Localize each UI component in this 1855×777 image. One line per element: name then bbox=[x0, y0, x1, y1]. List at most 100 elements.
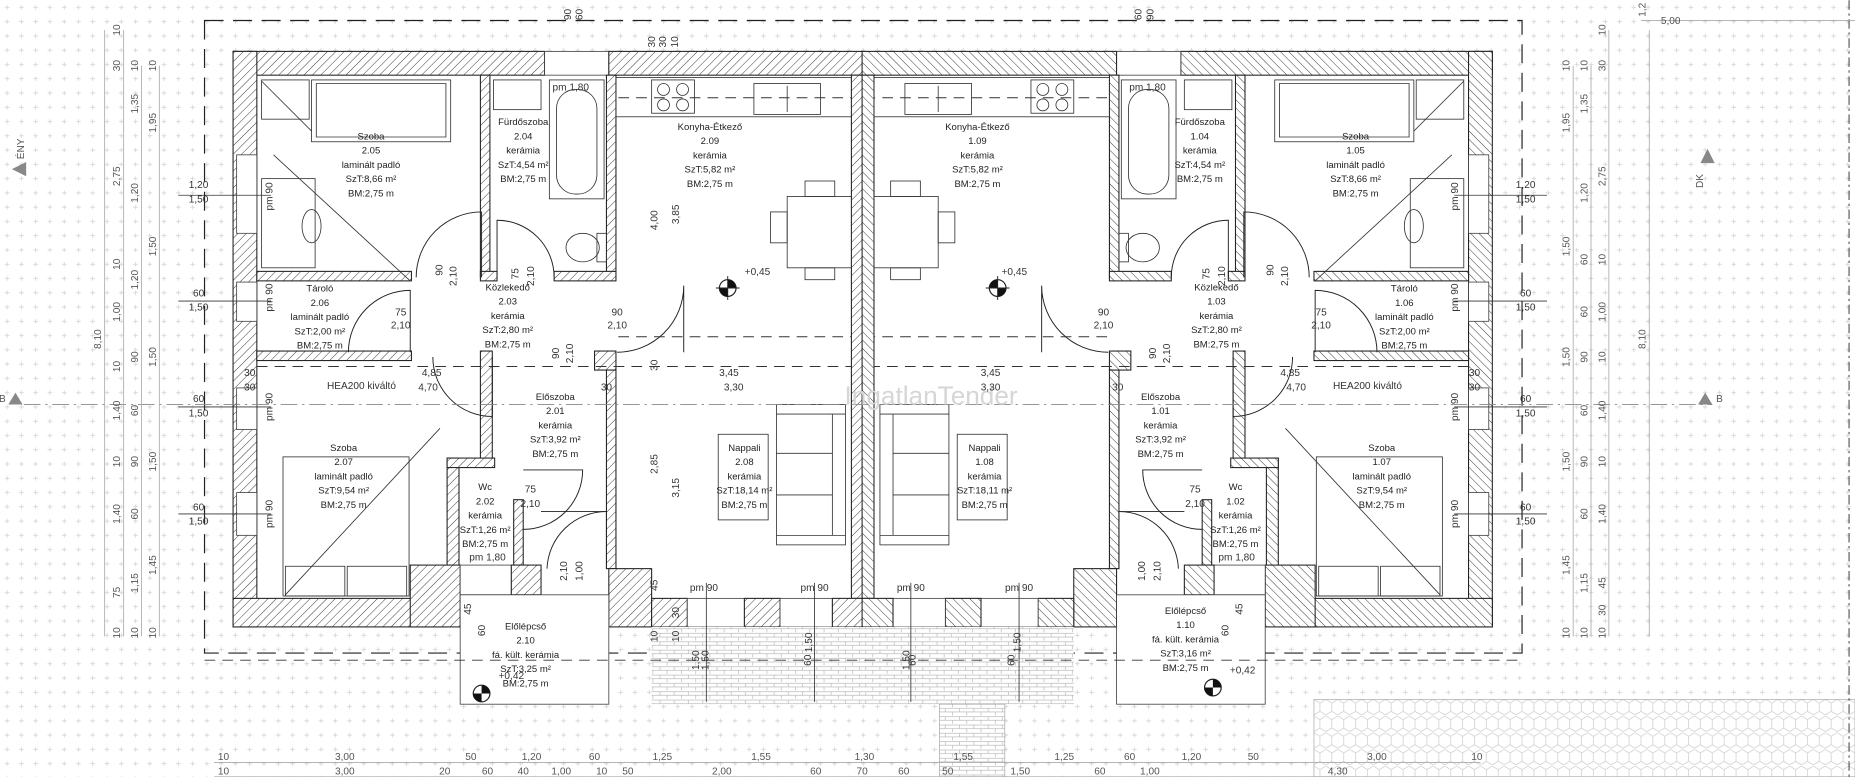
window-sill: pm 90 bbox=[1450, 182, 1461, 210]
interior-dim: 75 bbox=[1315, 307, 1327, 318]
side-dim: 10 bbox=[1597, 627, 1608, 639]
bottom-dim: 1,55 bbox=[751, 752, 771, 763]
room-height: BM:2,75 m bbox=[348, 188, 394, 199]
interior-dim: 60 bbox=[1220, 624, 1231, 636]
interior-dim: 10 bbox=[650, 630, 661, 642]
room-floor: kerámia bbox=[1144, 420, 1179, 431]
room-area: SzT:1,26 m² bbox=[1210, 525, 1261, 536]
bottom-dim: 60 bbox=[589, 752, 601, 763]
interior-dim: 2,10 bbox=[559, 561, 570, 581]
room-area: SzT:2,00 m² bbox=[1379, 326, 1430, 337]
interior-dim: 3,30 bbox=[981, 382, 1001, 393]
room-height: BM:2,75 m bbox=[962, 500, 1008, 511]
side-dim: 30 bbox=[1597, 604, 1608, 616]
side-dim: 60 bbox=[1579, 508, 1590, 520]
room-area: SzT:5,82 m² bbox=[952, 165, 1003, 176]
room-area: SzT:4,54 m² bbox=[1174, 160, 1225, 171]
interior-dim: 2,10 bbox=[1280, 266, 1291, 286]
room-name: Közlekedő bbox=[486, 282, 530, 293]
overall-dim: 8,10 bbox=[93, 329, 104, 349]
side-dim: 1,50 bbox=[148, 236, 159, 256]
side-dim: 30 bbox=[1597, 60, 1608, 72]
level-label: +0,45 bbox=[745, 267, 771, 278]
room-height: BM:2,75 m bbox=[954, 179, 1000, 190]
bottom-dim: 60 bbox=[810, 766, 822, 777]
beam-label: HEA200 kiváltó bbox=[327, 381, 396, 392]
interior-dim: 90 bbox=[1145, 9, 1156, 21]
interior-dim: 2,10 bbox=[526, 266, 537, 286]
window-sill: pm 90 bbox=[1450, 500, 1461, 528]
side-dim: 1,40 bbox=[112, 504, 123, 524]
window-dim: 1,50 bbox=[1516, 303, 1536, 314]
bottom-dim: 1,30 bbox=[855, 752, 875, 763]
room-area: SzT:8,66 m² bbox=[1330, 174, 1381, 185]
side-dim: 75 bbox=[112, 586, 123, 598]
side-dim: 1,45 bbox=[1562, 555, 1573, 575]
side-dim: 1,20 bbox=[130, 269, 141, 289]
bottom-dim: 70 bbox=[856, 766, 868, 777]
room-name: Szoba bbox=[330, 443, 358, 454]
room-floor: kerámia bbox=[1219, 511, 1254, 522]
bottom-dim: 10 bbox=[218, 752, 230, 763]
side-dim: 1,50 bbox=[148, 347, 159, 367]
room-area: SzT:3,25 m² bbox=[500, 664, 551, 675]
side-dim: 60 bbox=[130, 508, 141, 520]
room-name: Közlekedő bbox=[1194, 282, 1238, 293]
interior-dim: 2,10 bbox=[1162, 343, 1173, 363]
window-sill: pm 90 bbox=[1450, 283, 1461, 311]
room-name: Szoba bbox=[1368, 443, 1396, 454]
room-floor: fá. kült. kerámia bbox=[492, 650, 560, 661]
level-label: +0,42 bbox=[1230, 665, 1256, 676]
side-dim: 10 bbox=[1597, 253, 1608, 265]
room-name: Tároló bbox=[1391, 284, 1418, 295]
room-height: BM:2,75 m bbox=[297, 341, 343, 352]
window-sill: pm 1,80 bbox=[1129, 83, 1166, 94]
interior-dim: 45 bbox=[650, 579, 661, 591]
interior-dim: 3,45 bbox=[981, 368, 1001, 379]
window-sill: pm 90 bbox=[690, 583, 718, 594]
window-dim: 1,50 bbox=[189, 408, 209, 419]
interior-dim: 10 bbox=[670, 36, 681, 48]
window-dim: 1,50 bbox=[189, 194, 209, 205]
room-name: Előlépcső bbox=[505, 621, 546, 632]
interior-dim: 30 bbox=[650, 359, 661, 371]
room-name: Nappali bbox=[728, 443, 760, 454]
interior-dim: 10 bbox=[671, 630, 682, 642]
room-height: BM:2,75 m bbox=[1359, 500, 1405, 511]
room-area: SzT:2,00 m² bbox=[295, 326, 346, 337]
bottom-dim: 50 bbox=[622, 766, 634, 777]
side-dim: 1,00 bbox=[1597, 302, 1608, 322]
window-dim: 1,50 bbox=[1516, 517, 1536, 528]
interior-dim: 2,10 bbox=[1153, 561, 1164, 581]
orientation-label-right: DK bbox=[1695, 174, 1706, 188]
room-name: Tároló bbox=[306, 284, 333, 295]
bottom-dim: 10 bbox=[1471, 752, 1483, 763]
interior-dim: 3,30 bbox=[724, 382, 744, 393]
room-number: 1.01 bbox=[1151, 406, 1169, 417]
window-dim: 60 bbox=[193, 288, 205, 299]
side-dim: 1,50 bbox=[1562, 347, 1573, 367]
interior-dim: 75 bbox=[525, 485, 537, 496]
interior-dim: 75 bbox=[1201, 268, 1212, 280]
interior-dim: 75 bbox=[395, 307, 407, 318]
room-floor: kerámia bbox=[961, 150, 996, 161]
orientation-marker-right: DK bbox=[1695, 148, 1715, 188]
section-label-right: B bbox=[1716, 394, 1723, 405]
bottom-dim: 1,25 bbox=[653, 752, 673, 763]
interior-dim: 2,10 bbox=[521, 499, 541, 510]
bottom-dim: 10 bbox=[596, 766, 608, 777]
room-number: 2.06 bbox=[311, 298, 330, 309]
overall-dim: 8,10 bbox=[1638, 329, 1649, 349]
interior-dim: 2,10 bbox=[607, 320, 627, 331]
room-area: SzT:5,82 m² bbox=[685, 165, 736, 176]
interior-dim: 60 bbox=[1006, 654, 1017, 666]
interior-dim: 3,15 bbox=[671, 478, 682, 498]
side-dim: 10 bbox=[112, 361, 123, 373]
room-height: BM:2,75 m bbox=[721, 500, 767, 511]
room-floor: laminált padló bbox=[314, 471, 373, 482]
side-dim: 10 bbox=[130, 60, 141, 72]
room-number: 2.03 bbox=[498, 297, 517, 308]
side-dim: 60 bbox=[1579, 405, 1590, 417]
interior-dim: 30 bbox=[1469, 382, 1481, 393]
room-name: Wc bbox=[1229, 482, 1243, 493]
